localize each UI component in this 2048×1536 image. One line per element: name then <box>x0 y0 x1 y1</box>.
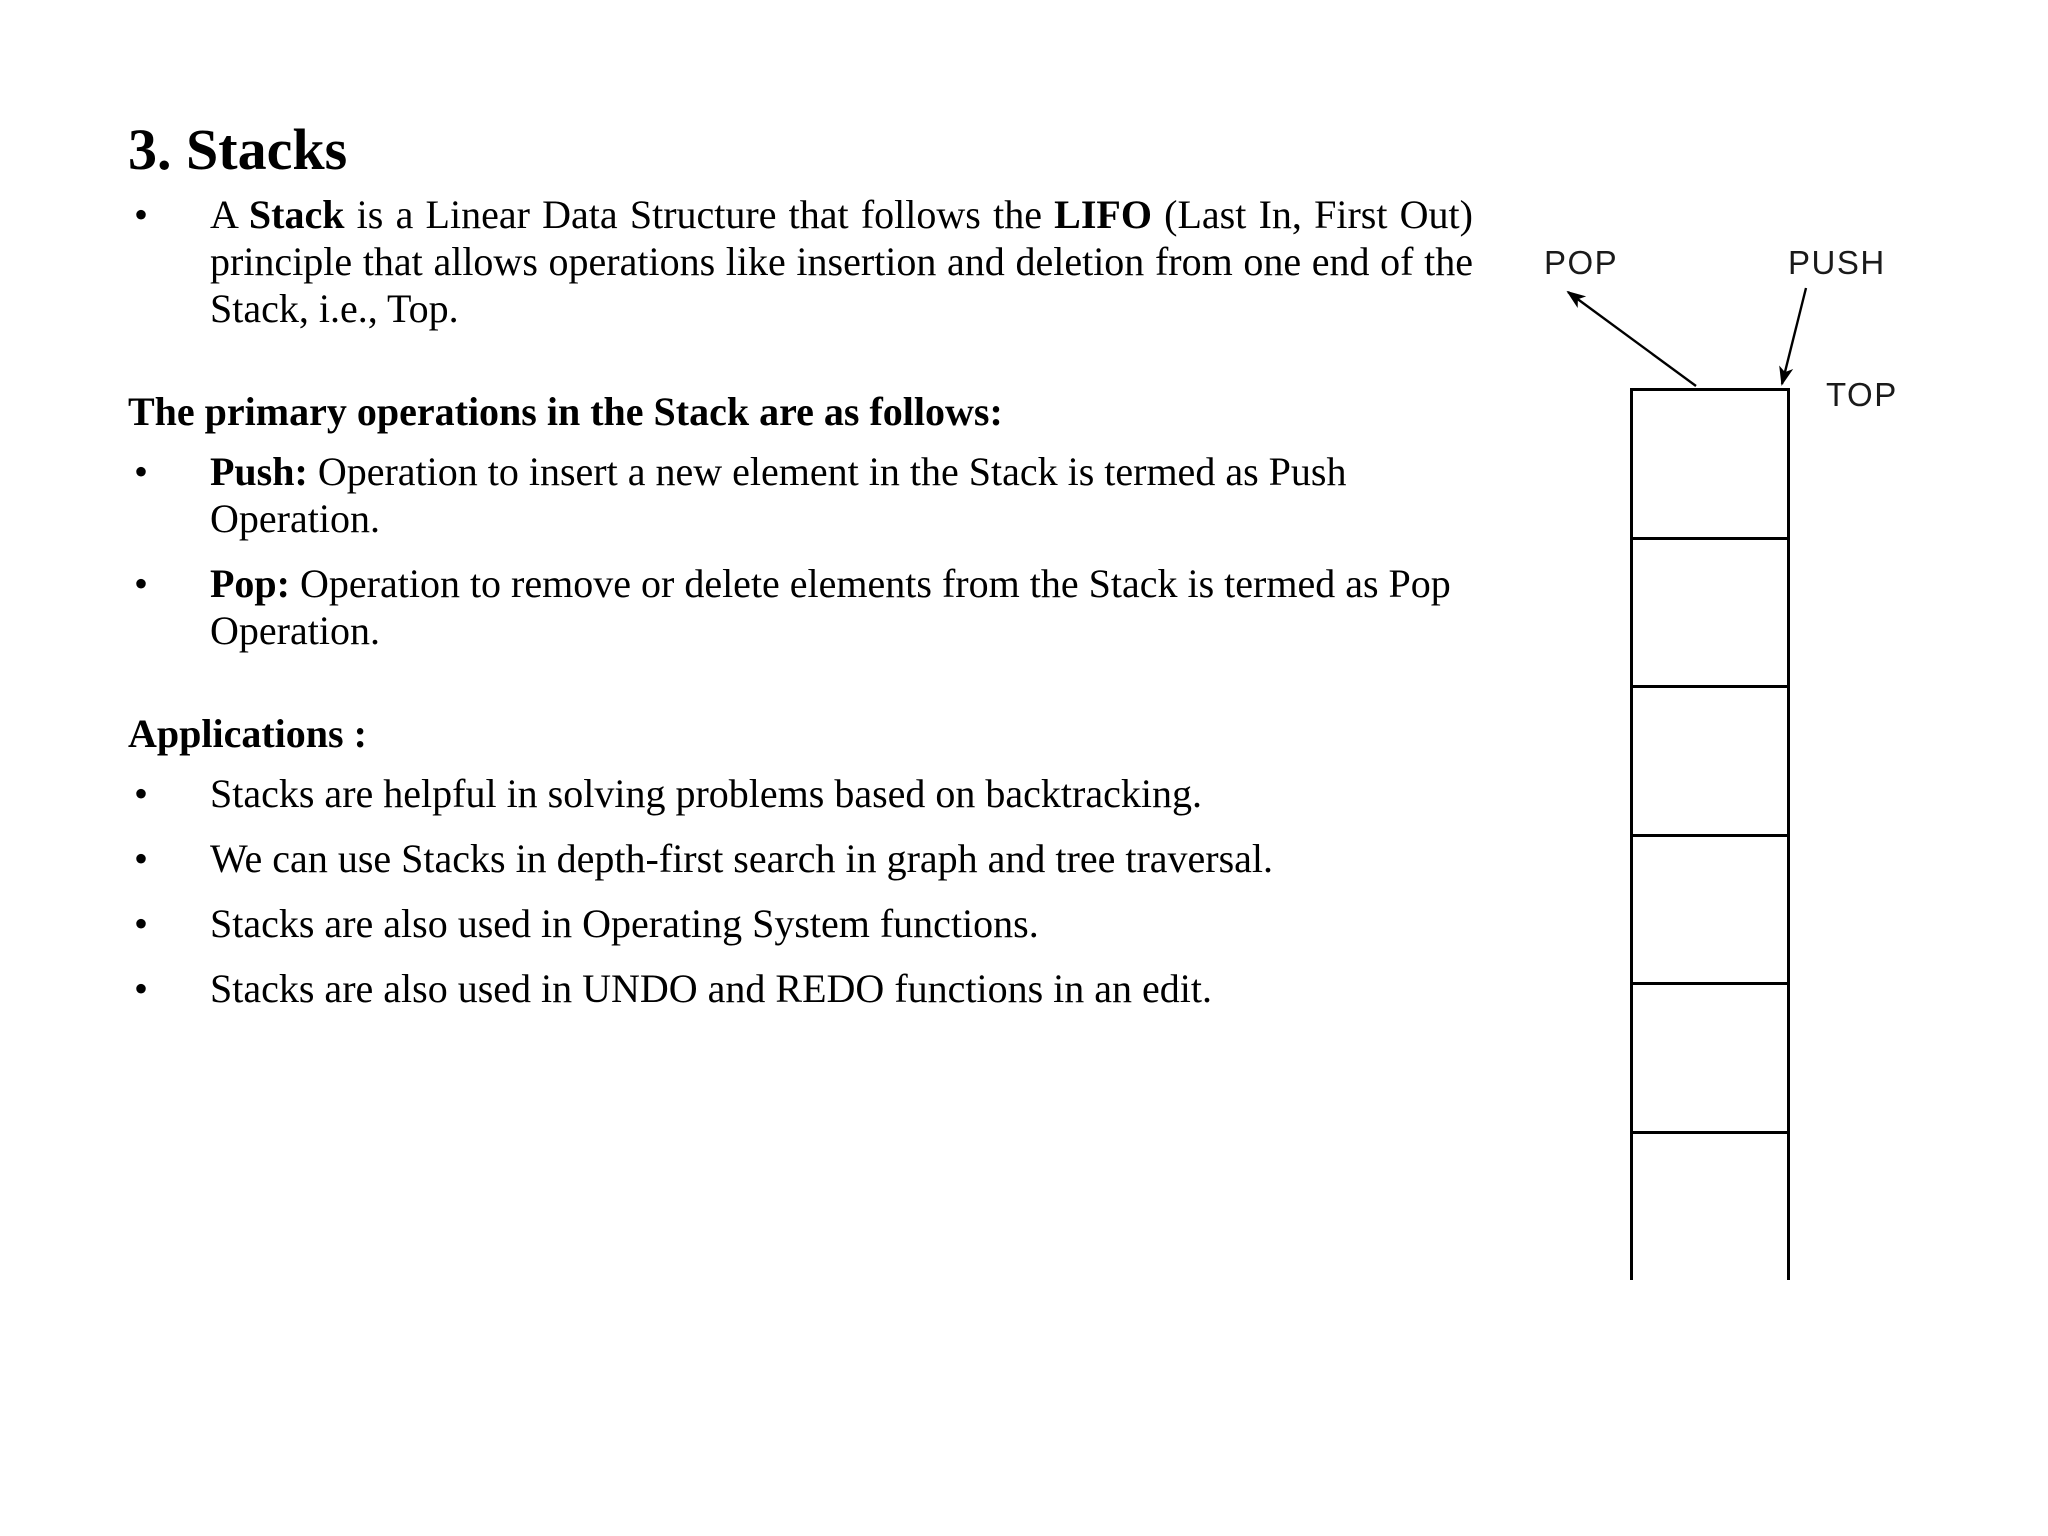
applications-heading: Applications : <box>128 711 367 757</box>
push-description: Operation to insert a new element in the… <box>210 448 1347 541</box>
intro-emphasis: Stack <box>248 191 345 237</box>
stack-cell <box>1633 1133 1787 1283</box>
stack-cell <box>1633 539 1787 689</box>
spacer <box>128 654 1473 710</box>
push-bullet-text: Push: Operation to insert a new element … <box>210 448 1473 542</box>
stack-cell <box>1633 391 1787 540</box>
spacer <box>128 436 1473 448</box>
top-label: TOP <box>1826 376 1898 413</box>
list-item-pop: • Pop: Operation to remove or delete ele… <box>128 560 1473 654</box>
list-item-application-3: • Stacks are also used in Operating Syst… <box>128 900 1473 947</box>
spacer <box>128 758 1473 770</box>
spacer <box>128 947 1473 965</box>
pop-bullet-text: Pop: Operation to remove or delete eleme… <box>210 560 1473 654</box>
stack-cell <box>1633 836 1787 986</box>
intro-run: is a Linear Data Structure that follows … <box>344 191 1055 237</box>
application-text: Stacks are helpful in solving problems b… <box>210 770 1202 816</box>
slide-text-column: 3. Stacks • A Stack is a Linear Data Str… <box>128 117 1473 1012</box>
page-title: 3. Stacks <box>128 117 348 182</box>
bullet-icon: • <box>134 448 149 494</box>
pop-term: Pop: <box>210 561 290 607</box>
bullet-icon: • <box>134 966 149 1012</box>
pop-arrow <box>1566 290 1697 387</box>
bullet-icon: • <box>134 900 149 946</box>
stack-cell <box>1633 688 1787 837</box>
pop-label: POP <box>1544 244 1619 281</box>
bullet-icon: • <box>134 770 149 816</box>
bullet-icon: • <box>134 191 149 237</box>
operations-heading: The primary operations in the Stack are … <box>128 389 1003 435</box>
bullet-icon: • <box>134 561 149 607</box>
spacer <box>128 332 1473 388</box>
application-text: We can use Stacks in depth-first search … <box>210 835 1274 881</box>
list-item-intro: • A Stack is a Linear Data Structure tha… <box>128 191 1473 333</box>
application-text: Stacks are also used in Operating System… <box>210 900 1039 946</box>
list-item-application-4: • Stacks are also used in UNDO and REDO … <box>128 965 1473 1012</box>
spacer <box>128 542 1473 560</box>
push-arrow <box>1779 287 1808 386</box>
push-label: PUSH <box>1788 244 1886 281</box>
list-item-push: • Push: Operation to insert a new elemen… <box>128 448 1473 542</box>
list-item-application-1: • Stacks are helpful in solving problems… <box>128 770 1473 817</box>
intro-bullet-text: A Stack is a Linear Data Structure that … <box>210 191 1473 333</box>
spacer <box>128 817 1473 835</box>
spacer <box>128 882 1473 900</box>
stack-container <box>1630 388 1790 1283</box>
push-term: Push: <box>210 448 308 494</box>
list-item-application-2: • We can use Stacks in depth-first searc… <box>128 835 1473 882</box>
intro-run: A <box>210 191 249 237</box>
stack-diagram: POP PUSH TOP <box>1500 230 2020 1330</box>
application-text: Stacks are also used in UNDO and REDO fu… <box>210 966 1213 1012</box>
intro-emphasis: LIFO <box>1054 191 1152 237</box>
stack-cell <box>1633 985 1787 1134</box>
bullet-icon: • <box>134 835 149 881</box>
intro-run: (Last In, First Out) principle that allo… <box>210 191 1473 332</box>
pop-description: Operation to remove or delete elements f… <box>210 561 1451 654</box>
